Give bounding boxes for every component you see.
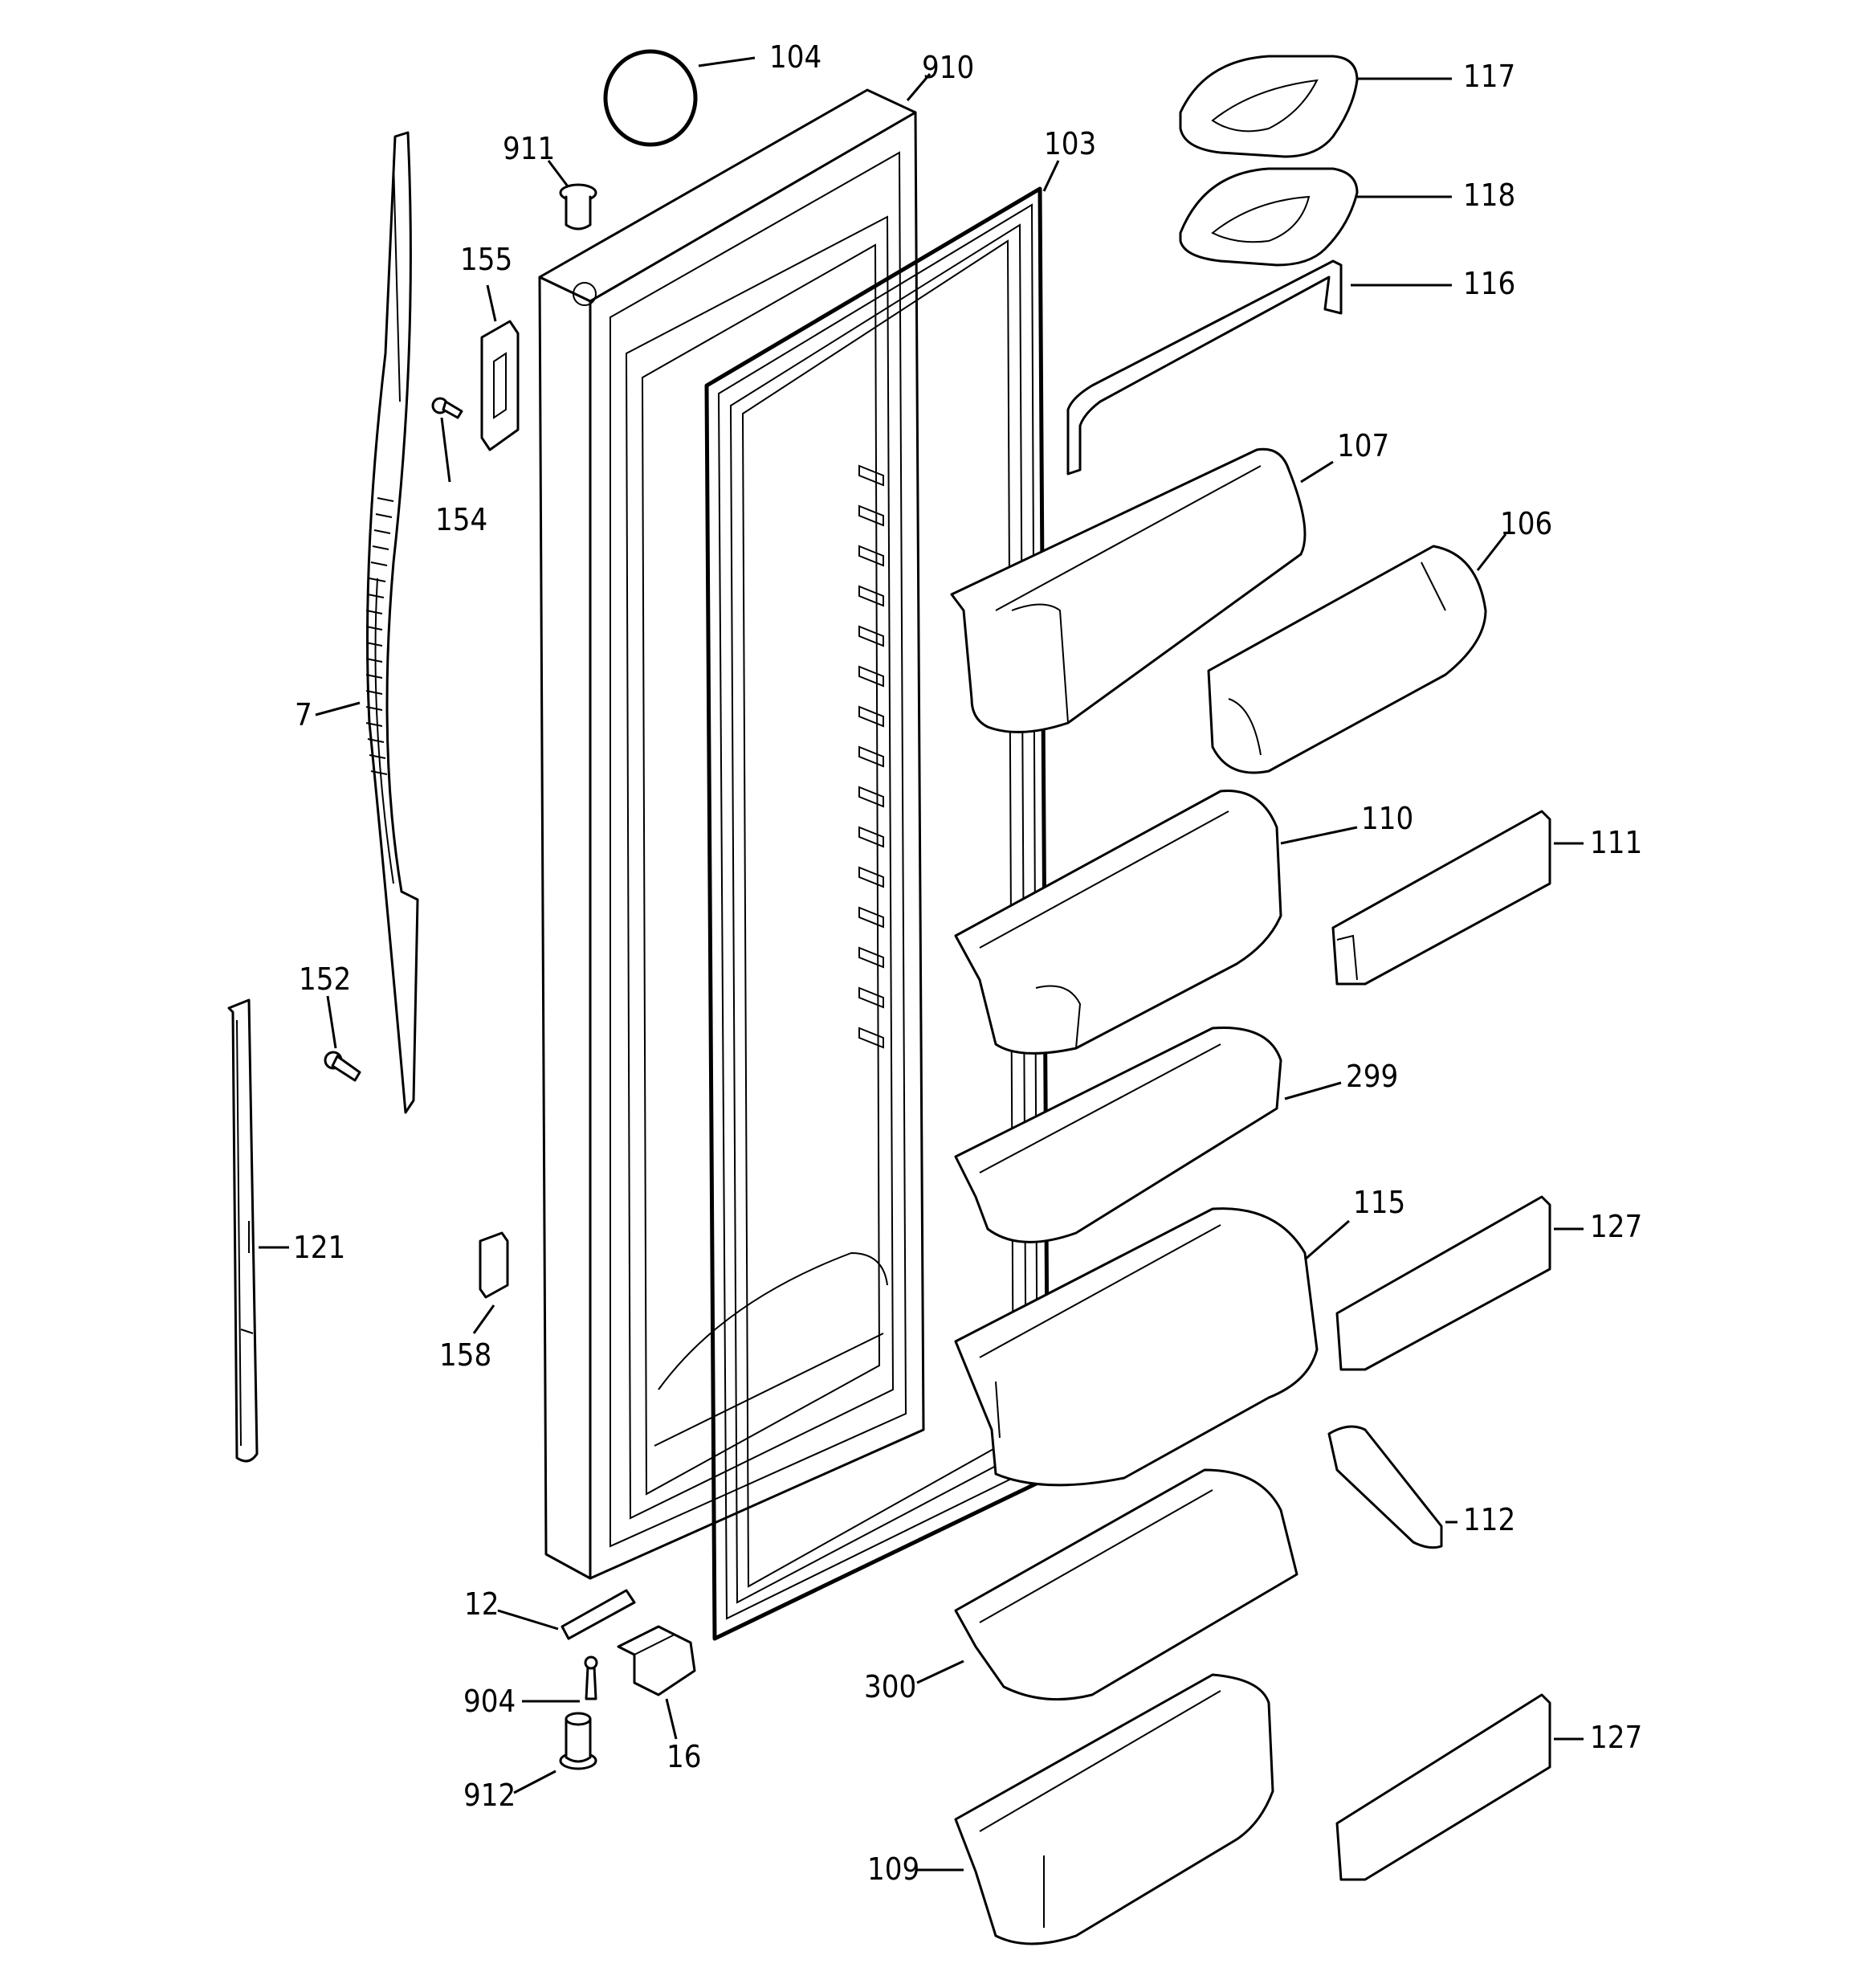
callout-152: 152	[299, 961, 351, 997]
handle-7	[365, 131, 419, 1114]
callout-904: 904	[463, 1684, 516, 1719]
callout-121: 121	[293, 1230, 345, 1265]
callout-104: 104	[769, 39, 821, 75]
ring-104	[603, 49, 698, 147]
cover-106	[1207, 545, 1487, 774]
callout-115: 115	[1353, 1185, 1405, 1220]
leader-lines	[259, 56, 1584, 1872]
callout-103: 103	[1044, 126, 1096, 161]
door-outer-panel-910	[538, 88, 925, 1580]
trim-121	[227, 998, 259, 1463]
screw-154	[431, 397, 463, 419]
callout-118: 118	[1463, 178, 1515, 213]
clip-158	[479, 1231, 509, 1299]
callout-106: 106	[1500, 506, 1552, 541]
callout-labels: 104 910 911 103 117 118 116 155 154 107 …	[293, 39, 1642, 1887]
callout-7: 7	[295, 697, 312, 733]
guard-111	[1331, 810, 1551, 986]
callout-155: 155	[460, 242, 512, 277]
callout-299: 299	[1346, 1059, 1398, 1094]
callout-117: 117	[1463, 59, 1515, 94]
callout-116: 116	[1463, 266, 1515, 301]
callout-12: 12	[464, 1586, 499, 1622]
shelf-rib-clips	[858, 464, 884, 1049]
shelf-299	[954, 1027, 1282, 1243]
bracket-16	[617, 1625, 696, 1696]
bin-107	[950, 447, 1307, 733]
bar-116	[1066, 259, 1343, 476]
callout-154: 154	[435, 502, 487, 537]
callout-912: 912	[463, 1778, 516, 1813]
tray-118	[1179, 167, 1359, 267]
bin-109	[954, 1673, 1274, 1945]
screw-152	[324, 1051, 361, 1082]
guard-127b	[1335, 1693, 1551, 1881]
guard-127a	[1335, 1195, 1551, 1371]
callout-16: 16	[667, 1739, 702, 1774]
callout-911: 911	[503, 131, 555, 166]
callout-112: 112	[1463, 1502, 1515, 1537]
callout-109: 109	[867, 1851, 919, 1887]
hinge-155	[480, 320, 520, 451]
callout-910: 910	[922, 50, 974, 85]
callout-158: 158	[439, 1337, 491, 1373]
callout-127-lower: 127	[1590, 1720, 1642, 1755]
screw-904	[584, 1655, 598, 1700]
callout-110: 110	[1361, 801, 1413, 836]
callout-107: 107	[1337, 428, 1389, 463]
plate-12	[561, 1589, 636, 1640]
end-cap-112	[1327, 1425, 1443, 1549]
door-liner-inner	[609, 151, 907, 1548]
bin-110	[954, 790, 1282, 1055]
shelf-300	[954, 1468, 1298, 1701]
bushing-912	[559, 1712, 597, 1770]
callout-300: 300	[864, 1669, 916, 1704]
bin-115	[954, 1207, 1319, 1487]
callout-111: 111	[1590, 825, 1642, 860]
callout-127-upper: 127	[1590, 1209, 1642, 1244]
cover-117	[1179, 55, 1359, 158]
bushing-911	[559, 183, 597, 231]
